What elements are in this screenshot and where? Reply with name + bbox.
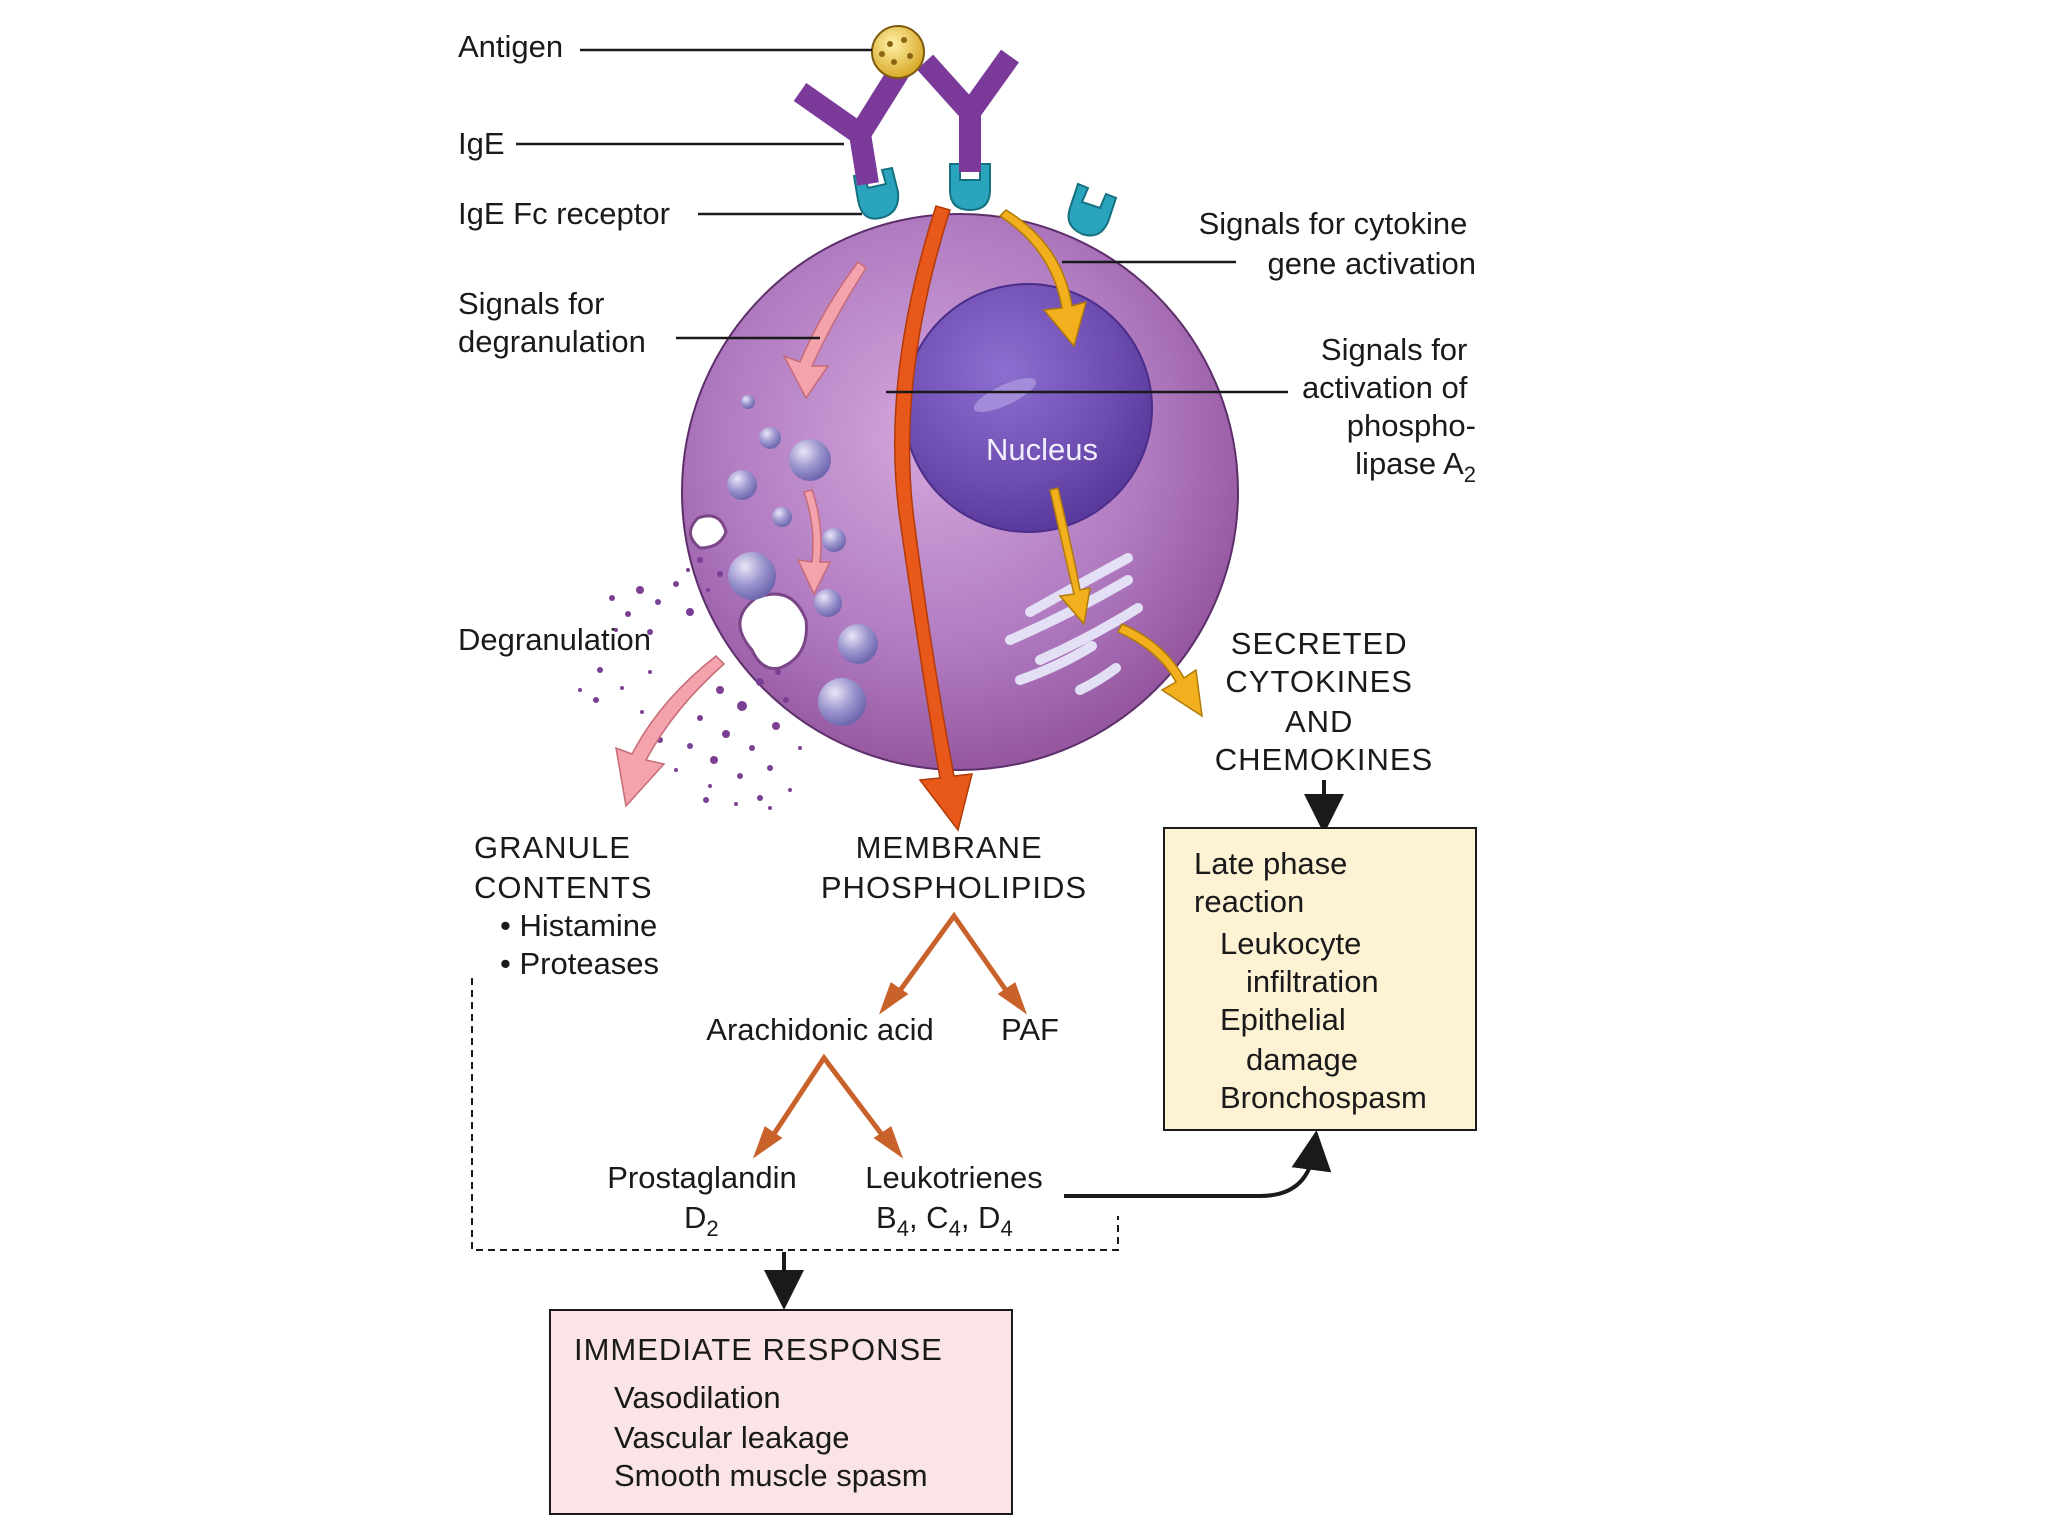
signals-phospholipase-label: Signals for activation of phospho-	[1302, 332, 1476, 443]
pathway-split-arrow	[893, 911, 1013, 998]
signals-phospholipase-label-last: lipase A2	[1355, 446, 1476, 487]
prostaglandin-subscript-label: D2	[684, 1200, 719, 1241]
signals-cytokine-label: Signals for cytokine gene activation	[1199, 206, 1476, 281]
ige-label: IgE	[458, 126, 505, 161]
prostaglandin-label: Prostaglandin	[607, 1160, 797, 1195]
ige-antibody	[793, 82, 879, 186]
late-phase-box: Late phase reaction Leukocyte infiltrati…	[1163, 827, 1477, 1131]
signals-degranulation-label: Signals for degranulation	[458, 286, 646, 359]
granule	[822, 528, 846, 552]
granule	[814, 589, 842, 617]
ige-antibody	[916, 54, 981, 172]
phospholipase-signal-arrow	[894, 205, 973, 832]
degranulation-release-arrow	[615, 654, 726, 808]
immediate-response-title: IMMEDIATE RESPONSE	[574, 1332, 943, 1367]
paf-label: PAF	[1001, 1012, 1059, 1047]
nucleus	[903, 283, 1153, 533]
antigen-particle	[871, 25, 925, 79]
late-phase-items: Leukocyte infiltration Epithelial damage…	[1220, 926, 1427, 1115]
pathway-arrows	[752, 911, 1028, 1159]
membrane-phospholipids-label: MEMBRANE PHOSPHOLIPIDS	[821, 830, 1087, 905]
immediate-response-items: Vasodilation Vascular leakage Smooth mus…	[614, 1380, 928, 1493]
granules	[727, 395, 878, 726]
cytokine-signal-arrow-2	[1049, 487, 1091, 626]
granule	[728, 552, 776, 600]
granule	[838, 624, 878, 664]
mast-cell	[681, 213, 1239, 771]
arachidonic-acid-label: Arachidonic acid	[706, 1012, 933, 1047]
leukotrienes-subscript-label: B4, C4, D4	[876, 1200, 1013, 1241]
granule	[789, 439, 831, 481]
degranulation-pocket-upper	[689, 514, 728, 550]
degranulation-label: Degranulation	[458, 622, 651, 657]
cytokine-signal-arrow	[998, 209, 1088, 348]
granule	[772, 507, 792, 527]
released-granule-particles	[578, 557, 802, 810]
degranulation-pocket-lower	[738, 592, 808, 671]
leukotrienes-label: Leukotrienes	[865, 1160, 1043, 1195]
degranulation-signal-arrow	[782, 260, 868, 400]
secreted-cytokines-label: SECRETED CYTOKINES AND CHEMOKINES	[1215, 626, 1433, 777]
cytokine-secretion-arrow	[1116, 623, 1203, 718]
immediate-response-box: IMMEDIATE RESPONSE Vasodilation Vascular…	[549, 1309, 1013, 1515]
leader-lines	[516, 48, 1288, 394]
degranulation-signal-arrow-2	[796, 489, 832, 596]
granule-contents-items: • Histamine • Proteases	[500, 908, 666, 981]
immediate-bracket	[471, 978, 1119, 1251]
antigen-label: Antigen	[458, 29, 563, 64]
late-phase-box-bg	[1163, 827, 1477, 1131]
nucleus-highlight	[973, 378, 1037, 412]
immediate-response-box-bg	[549, 1309, 1013, 1515]
ige-antibody-arm	[961, 49, 1019, 119]
granule	[741, 395, 755, 409]
arachidonic-split-arrow	[767, 1053, 888, 1142]
leukotrienes-to-late-arrow	[1064, 1130, 1332, 1198]
ige-fc-receptor-label: IgE Fc receptor	[458, 196, 670, 231]
antigen	[871, 25, 925, 79]
granule	[818, 678, 866, 726]
nucleus-label: Nucleus	[986, 432, 1098, 467]
granule	[727, 470, 757, 500]
granule	[759, 427, 781, 449]
late-phase-title: Late phase reaction	[1194, 846, 1356, 919]
ige-antibodies	[793, 49, 1019, 186]
ige-antibody-arm	[850, 64, 910, 140]
granule-contents-label: GRANULE CONTENTS	[474, 830, 653, 905]
ige-fc-receptor-unbound	[1067, 182, 1118, 237]
